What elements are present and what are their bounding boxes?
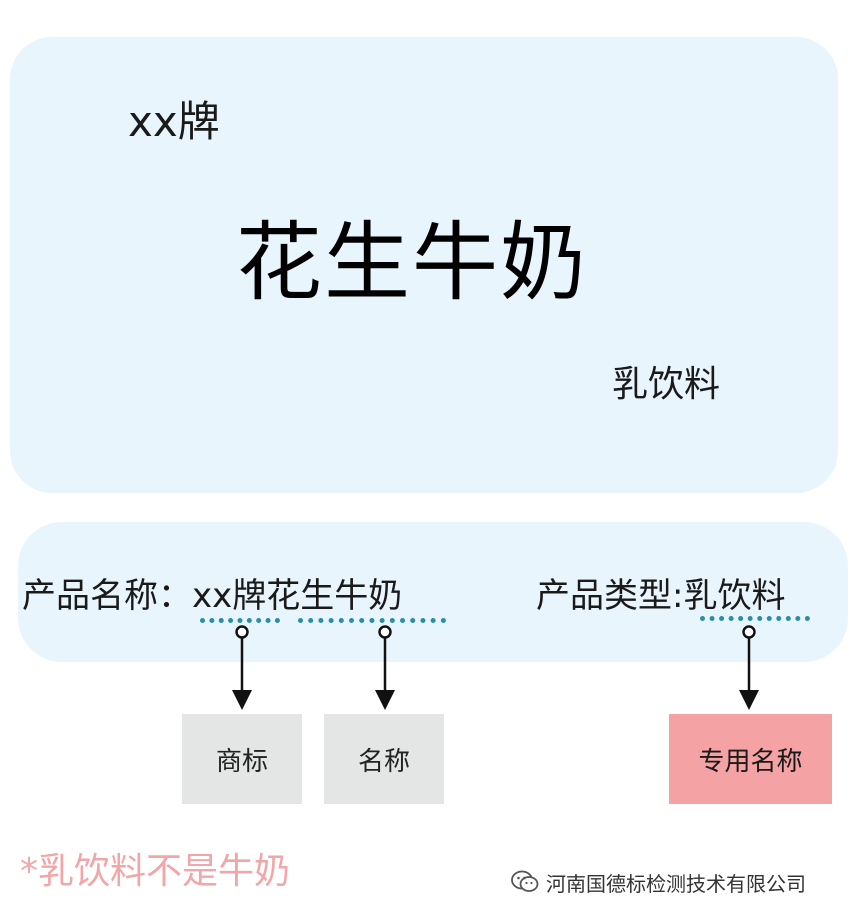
arrow-name	[375, 625, 395, 710]
product-type-value: 乳饮料	[683, 576, 786, 616]
product-name-row: 产品名称：xx牌花生牛奶	[22, 574, 402, 618]
footnote: *乳饮料不是牛奶	[20, 851, 291, 892]
arrow-trademark	[232, 625, 252, 710]
product-type-text: 乳饮料	[612, 364, 721, 405]
name-underline	[298, 618, 446, 623]
info-card	[18, 522, 848, 662]
arrow-special-name	[739, 625, 759, 710]
trademark-tag: 商标	[182, 714, 302, 804]
brand-text: xx牌	[128, 97, 220, 146]
label-card	[10, 37, 838, 493]
type-underline	[700, 616, 810, 621]
watermark: 河南国德标检测技术有限公司	[510, 866, 806, 898]
product-type-row: 产品类型:乳饮料	[536, 574, 785, 618]
name-tag-label: 名称	[357, 746, 410, 777]
wechat-icon	[511, 870, 539, 892]
product-name-label: 产品名称：	[22, 576, 192, 616]
watermark-text: 河南国德标检测技术有限公司	[546, 871, 806, 896]
product-name-value: 花生牛奶	[266, 576, 403, 616]
brand-underline	[200, 618, 280, 623]
special-name-tag-label: 专用名称	[698, 746, 803, 777]
product-type-label: 产品类型:	[536, 576, 684, 616]
product-name-text: 花生牛奶	[236, 213, 588, 313]
trademark-tag-label: 商标	[215, 746, 268, 777]
product-name-brand: xx牌	[192, 576, 267, 616]
name-tag: 名称	[324, 714, 444, 804]
special-name-tag: 专用名称	[669, 714, 832, 804]
